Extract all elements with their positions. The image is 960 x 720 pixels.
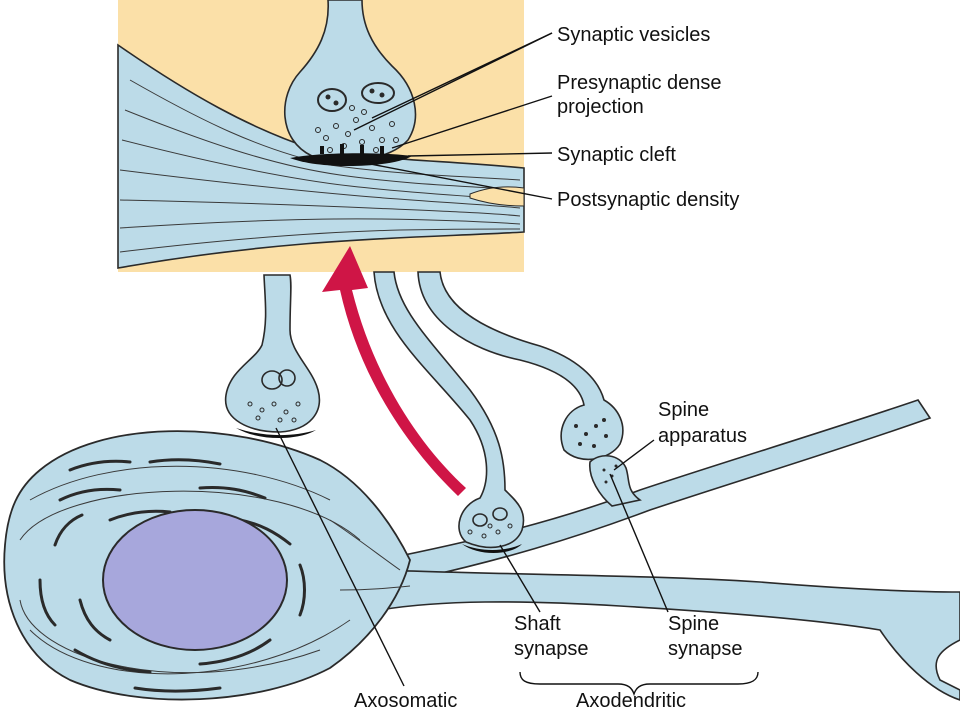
axosomatic-vesicles: [247, 369, 301, 423]
axodendritic-brace: [519, 671, 759, 697]
inset-mitochondrion-right: [361, 82, 395, 104]
shaft-vesicles: [467, 507, 513, 539]
shaft-density: [462, 544, 522, 553]
label-spine-apparatus-line2: apparatus: [658, 425, 747, 447]
inset-mitochondrion-left: [317, 88, 347, 112]
label-synaptic-cleft: Synaptic cleft: [557, 144, 676, 166]
leader-lines: [275, 32, 759, 697]
label-synaptic-vesicles: Synaptic vesicles: [557, 24, 710, 46]
rough-er: [38, 458, 306, 693]
label-axodendritic: Axodendritic: [576, 690, 686, 712]
axon-axosomatic: [224, 274, 321, 433]
label-presynaptic-dense-line2: projection: [557, 96, 644, 118]
inset-panel: [117, 0, 525, 272]
dendritic-spine: [589, 455, 642, 507]
label-postsynaptic-density: Postsynaptic density: [557, 189, 739, 211]
label-presynaptic-dense-line1: Presynaptic dense: [557, 72, 722, 94]
dendrite-lower: [379, 569, 960, 701]
label-shaft-synapse-line1: Shaft: [514, 613, 561, 635]
magnification-arrow: [322, 246, 466, 496]
axosomatic-density: [236, 428, 316, 438]
label-axosomatic: Axosomatic: [354, 690, 457, 712]
inset-postsynaptic-density: [290, 153, 412, 167]
soma-filaments: [19, 465, 411, 675]
label-shaft-synapse-line2: synapse: [514, 638, 589, 660]
label-spine-apparatus-line1: Spine: [658, 399, 709, 421]
label-spine-synapse-line2: synapse: [668, 638, 743, 660]
nucleus: [102, 509, 288, 651]
spine-presynaptic-vesicles: [574, 418, 608, 448]
label-spine-synapse-line1: Spine: [668, 613, 719, 635]
